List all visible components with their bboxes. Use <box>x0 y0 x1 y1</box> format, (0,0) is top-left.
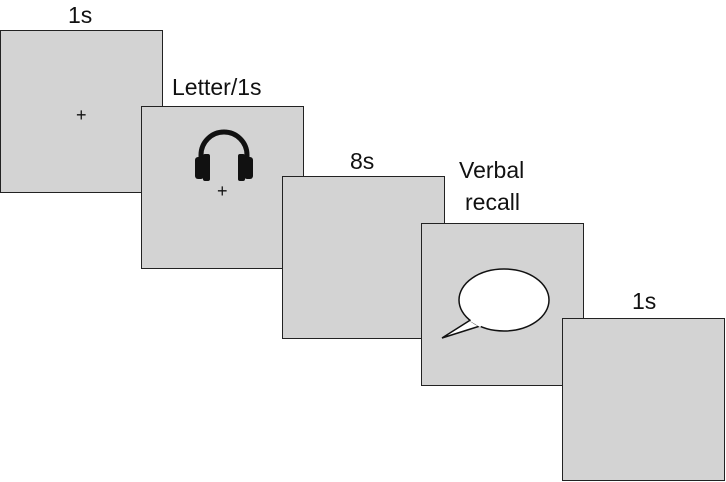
frame-1-fixation-screen: + <box>0 30 163 193</box>
fixation-cross: + <box>76 105 87 125</box>
headphones-icon <box>195 129 253 181</box>
frame-2-letter-screen: + <box>141 106 304 269</box>
frame-3-duration-label: 8s <box>350 148 375 174</box>
frame-4-label-line2: recall <box>465 189 520 215</box>
fixation-cross: + <box>217 181 228 201</box>
frame-5-blank-screen <box>562 318 725 481</box>
frame-5-duration-label: 1s <box>632 288 657 314</box>
frame-4-label-line1: Verbal <box>459 157 525 183</box>
frame-3-delay-screen <box>282 176 445 339</box>
speech-bubble-icon <box>441 268 550 339</box>
frame-4-recall-screen <box>421 223 584 386</box>
frame-2-duration-label: Letter/1s <box>172 74 262 100</box>
frame-1-duration-label: 1s <box>68 2 93 28</box>
